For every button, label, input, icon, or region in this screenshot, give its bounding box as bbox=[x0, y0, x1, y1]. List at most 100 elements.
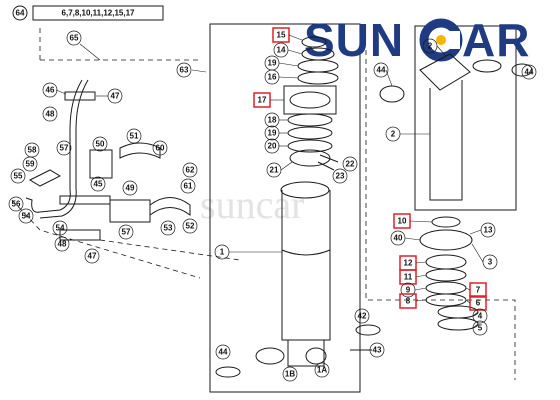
kit-number-bubble bbox=[12, 5, 28, 21]
label-45: 45 bbox=[94, 180, 103, 189]
right-top-frame bbox=[414, 25, 517, 211]
plate-48 bbox=[59, 229, 101, 241]
label-1B: 1B bbox=[285, 370, 295, 379]
label-54b: 54 bbox=[56, 224, 65, 233]
dash-frame-bottom bbox=[11, 199, 201, 279]
brand-c-gap bbox=[446, 31, 460, 49]
brand-text-b: AR bbox=[462, 14, 530, 66]
kit-list-box bbox=[32, 5, 164, 21]
seal-11 bbox=[425, 268, 467, 282]
label-1A: 1A bbox=[317, 366, 327, 375]
lead-63 bbox=[191, 69, 207, 73]
label-16: 16 bbox=[268, 73, 277, 82]
label-62: 62 bbox=[186, 166, 195, 175]
bushing-2 bbox=[472, 59, 502, 73]
part-17 bbox=[289, 91, 331, 109]
label-13: 13 bbox=[484, 226, 493, 235]
dash-right bbox=[365, 50, 516, 380]
part-15 bbox=[301, 36, 327, 48]
label-54: 54 bbox=[22, 212, 31, 221]
part-1B bbox=[255, 347, 285, 365]
part-23 bbox=[317, 161, 335, 171]
seal-10 bbox=[431, 216, 461, 228]
label-15: 15 bbox=[277, 31, 286, 40]
label-44rr: 44 bbox=[525, 68, 534, 77]
bracket-49 bbox=[109, 199, 151, 223]
brand-c-dot bbox=[436, 35, 446, 45]
label-59: 59 bbox=[26, 160, 35, 169]
washer-44r bbox=[379, 85, 405, 103]
kit-number: 64 bbox=[16, 9, 25, 18]
label-49: 49 bbox=[126, 184, 135, 193]
label-10: 10 bbox=[398, 217, 407, 226]
cylinder-base bbox=[287, 340, 325, 367]
label-12: 12 bbox=[404, 259, 413, 268]
washer-44rr bbox=[511, 63, 533, 77]
block-60 bbox=[89, 149, 113, 179]
label-3: 3 bbox=[488, 258, 493, 267]
kit-list: 6,7,8,10,11,12,15,17 bbox=[62, 9, 136, 18]
label-60: 60 bbox=[156, 144, 165, 153]
main-column-frame bbox=[209, 23, 361, 393]
label-46: 46 bbox=[46, 86, 55, 95]
brand-text-a: SUN bbox=[304, 14, 404, 66]
cylinder-1 bbox=[281, 190, 331, 341]
label-50: 50 bbox=[96, 140, 105, 149]
pipe-46-outer bbox=[39, 79, 89, 219]
label-48b: 48 bbox=[58, 240, 67, 249]
label-8: 8 bbox=[406, 297, 411, 306]
label-57b: 57 bbox=[122, 228, 131, 237]
label-48: 48 bbox=[46, 110, 55, 119]
label-53: 53 bbox=[164, 224, 173, 233]
label-2b: 2 bbox=[428, 42, 433, 51]
bracket-57 bbox=[28, 169, 62, 187]
label-6: 6 bbox=[476, 299, 481, 308]
label-4: 4 bbox=[478, 312, 483, 321]
seal-42 bbox=[355, 324, 381, 336]
clamp-61 bbox=[149, 197, 191, 216]
label-21: 21 bbox=[270, 166, 279, 175]
gland-3 bbox=[419, 229, 473, 251]
rod-head bbox=[280, 181, 330, 199]
label-19b: 19 bbox=[268, 129, 277, 138]
cylinder-1-seam bbox=[281, 249, 331, 256]
part-5 bbox=[437, 317, 479, 331]
label-22: 22 bbox=[346, 160, 355, 169]
label-47: 47 bbox=[111, 92, 120, 101]
lead-65 bbox=[79, 43, 101, 61]
seal-9 bbox=[425, 281, 467, 295]
clamp-51 bbox=[119, 142, 161, 159]
label-9: 9 bbox=[406, 286, 411, 295]
brand-logo: SUN AR bbox=[304, 14, 530, 66]
pipe-45 bbox=[59, 195, 111, 205]
washer-44 bbox=[215, 366, 241, 378]
label-43: 43 bbox=[373, 346, 382, 355]
right-parts bbox=[379, 53, 533, 331]
label-52: 52 bbox=[186, 222, 195, 231]
label-42: 42 bbox=[358, 312, 367, 321]
label-7: 7 bbox=[476, 286, 481, 295]
label-11: 11 bbox=[404, 273, 413, 282]
pipe-end bbox=[25, 197, 41, 213]
label-40: 40 bbox=[394, 234, 403, 243]
label-23: 23 bbox=[336, 172, 345, 181]
label-65: 65 bbox=[70, 34, 79, 43]
watermark-text: suncar bbox=[200, 182, 304, 227]
label-47b: 47 bbox=[88, 252, 97, 261]
leader-lines bbox=[229, 34, 484, 329]
label-20: 20 bbox=[268, 142, 277, 151]
pipe-assembly bbox=[25, 79, 191, 241]
label-1: 1 bbox=[220, 248, 225, 257]
label-56: 56 bbox=[12, 200, 21, 209]
label-51: 51 bbox=[130, 132, 139, 141]
part-16 bbox=[297, 71, 339, 85]
label-63: 63 bbox=[180, 66, 189, 75]
label-5: 5 bbox=[478, 324, 483, 333]
column-parts bbox=[215, 36, 381, 378]
label-55: 55 bbox=[14, 172, 23, 181]
part-22 bbox=[319, 154, 339, 163]
part-18 bbox=[287, 113, 333, 127]
pipe-46 bbox=[39, 79, 83, 213]
